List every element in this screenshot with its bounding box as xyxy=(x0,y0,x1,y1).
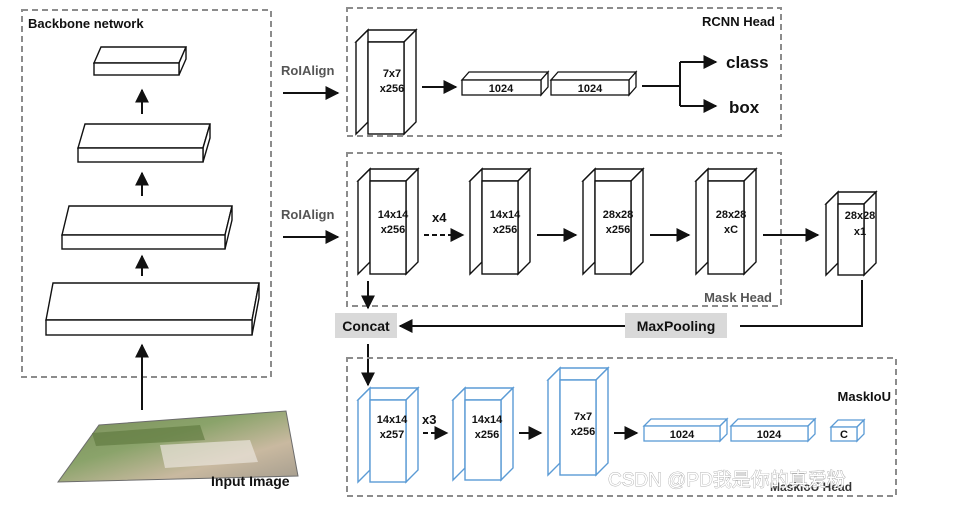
mask-block-2: 14x14 x256 xyxy=(468,167,532,276)
rcnn-output-fork xyxy=(642,55,718,113)
mask-repeat-label: x4 xyxy=(432,210,447,225)
rcnn-fc-2-label: 1024 xyxy=(578,83,603,95)
rcnn-feature-channels: x256 xyxy=(380,83,404,95)
mask-block-1: 14x14 x256 xyxy=(356,167,420,276)
backbone-panel: Backbone network xyxy=(21,9,272,378)
rcnn-fc-1: 1024 xyxy=(460,70,550,97)
rcnn-output-class: class xyxy=(726,53,769,72)
maskiou-block-3-channels: x256 xyxy=(571,426,595,438)
rcnn-head-dashed-box xyxy=(346,7,782,137)
maxpool-label: MaxPooling xyxy=(637,318,716,334)
maskiou-repeat-label: x3 xyxy=(422,412,436,427)
mask-block-3: 28x28 x256 xyxy=(581,167,645,276)
mask-block-1-dim: 14x14 xyxy=(378,209,409,221)
maskiou-block-3: 7x7 x256 xyxy=(546,366,610,477)
input-image xyxy=(57,410,299,483)
maskiou-fc-1-label: 1024 xyxy=(670,429,695,441)
rcnn-feature-block: 7x7 x256 xyxy=(354,28,418,136)
maskiou-block-1: 14x14 x257 xyxy=(356,386,420,484)
maskiou-fc-1: 1024 xyxy=(642,417,729,443)
csdn-watermark: CSDN @PD我是你的真爱粉 xyxy=(608,469,846,491)
backbone-title: Backbone network xyxy=(28,16,144,31)
input-image-label: Input Image xyxy=(211,473,290,489)
maxpool-label-bg xyxy=(625,313,727,338)
rcnn-output-box: box xyxy=(729,98,760,117)
mask-block-2-dim: 14x14 xyxy=(490,209,521,221)
feature-slab-2 xyxy=(61,205,233,250)
maskiou-block-2: 14x14 x256 xyxy=(451,386,515,482)
rcnn-head-panel: RCNN Head xyxy=(346,7,782,137)
output-to-maxpool-line xyxy=(740,280,863,327)
maskiou-out-c: C xyxy=(829,418,866,443)
rcnn-feature-dim: 7x7 xyxy=(383,68,401,80)
maskiou-fc-2: 1024 xyxy=(729,417,817,443)
mask-roialign-label: RoIAlign xyxy=(281,207,334,222)
rcnn-fc-1-label: 1024 xyxy=(489,83,514,95)
concat-label-bg xyxy=(335,313,397,338)
maskiou-fc-2-label: 1024 xyxy=(757,429,782,441)
maskiou-dashed-box xyxy=(346,357,897,497)
feature-slab-4 xyxy=(92,46,188,76)
mask-block-4-dim: 28x28 xyxy=(716,209,747,221)
rcnn-fc-2: 1024 xyxy=(549,70,638,97)
mask-head-title: Mask Head xyxy=(704,290,772,305)
maskiou-head-label-overlap: MaskIoU Head xyxy=(770,480,852,494)
mask-block-2-channels: x256 xyxy=(493,224,517,236)
mask-head-panel: Mask Head xyxy=(346,152,782,307)
mask-output-block: 28x28 x1 xyxy=(824,190,878,277)
mask-output-dim: 28x28 xyxy=(845,210,876,222)
mask-block-3-dim: 28x28 xyxy=(603,209,634,221)
maskiou-block-3-dim: 7x7 xyxy=(574,411,592,423)
rcnn-roialign-label: RoIAlign xyxy=(281,63,334,78)
backbone-dashed-box xyxy=(21,9,272,378)
feature-slab-1 xyxy=(45,282,260,336)
feature-slab-3 xyxy=(77,123,211,163)
maskiou-block-1-channels: x257 xyxy=(380,429,404,441)
maskiou-out-c-label: C xyxy=(840,429,848,441)
maskiou-title: MaskIoU xyxy=(838,389,891,404)
concat-label: Concat xyxy=(342,318,390,334)
rcnn-head-title: RCNN Head xyxy=(702,14,775,29)
mask-block-3-channels: x256 xyxy=(606,224,630,236)
maskiou-block-1-dim: 14x14 xyxy=(377,414,408,426)
maskiou-head-panel: MaskIoU MaskIoU Head xyxy=(346,357,897,497)
mask-block-1-channels: x256 xyxy=(381,224,405,236)
mask-output-channels: x1 xyxy=(854,226,866,238)
maskiou-block-2-dim: 14x14 xyxy=(472,414,503,426)
mask-head-dashed-box xyxy=(346,152,782,307)
mask-block-4-channels: xC xyxy=(724,224,738,236)
maskiou-block-2-channels: x256 xyxy=(475,429,499,441)
mask-block-4: 28x28 xC xyxy=(694,167,758,276)
